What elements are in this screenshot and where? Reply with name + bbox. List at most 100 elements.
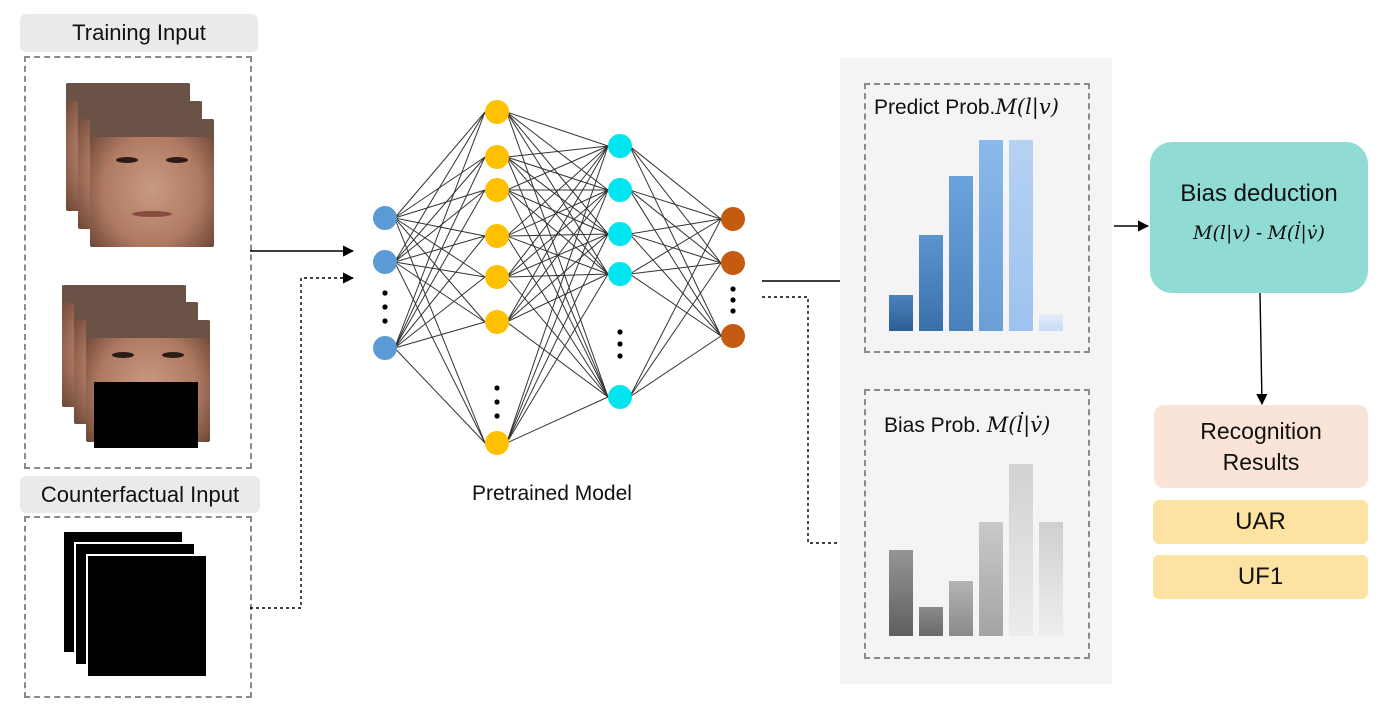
bar [949, 176, 973, 331]
ellipsis-dot [494, 413, 500, 419]
bias-prob-chart [886, 464, 1064, 636]
network-edge [506, 145, 609, 158]
network-edge [629, 233, 722, 264]
bar [889, 550, 913, 636]
network-edge [394, 111, 486, 263]
network-edge [506, 189, 609, 237]
ellipsis-dot [382, 304, 388, 310]
network-node-layer-1 [373, 250, 397, 274]
network-node-layer-3 [608, 134, 632, 158]
recognition-line2: Results [1222, 448, 1300, 475]
training-input-box [24, 56, 252, 469]
network-edge [394, 111, 486, 219]
network-node-layer-2 [485, 265, 509, 289]
network-edge [506, 145, 609, 444]
network-edge [394, 217, 486, 237]
recognition-results-box: Recognition Results [1154, 405, 1368, 488]
network-edge [394, 156, 486, 263]
ellipsis-dot [617, 341, 623, 347]
counterfactual-arrow [250, 272, 355, 609]
bar [919, 235, 943, 331]
network-edge [629, 189, 722, 220]
predict-prob-math: M(l|v) [995, 95, 1059, 119]
network-node-layer-2 [485, 224, 509, 248]
network-edge [629, 145, 722, 220]
network-edge [506, 189, 609, 323]
bar [919, 607, 943, 636]
network-edge [629, 189, 722, 337]
network-edge [629, 218, 722, 235]
pretrained-model-label: Pretrained Model [472, 482, 632, 505]
network-edge [506, 233, 609, 444]
network-edge [506, 321, 609, 398]
uar-text: UAR [1235, 508, 1286, 535]
network-edge [506, 145, 609, 237]
network-edge [394, 261, 486, 444]
network-edge [629, 233, 722, 337]
network-edge [394, 189, 486, 263]
black-image [86, 554, 208, 678]
network-node-layer-4 [721, 251, 745, 275]
bar [1039, 314, 1063, 331]
network-node-layer-3 [608, 262, 632, 286]
network-edge [629, 145, 722, 337]
network-edge [394, 189, 486, 349]
bias-to-recognition-arrow [1256, 292, 1268, 406]
network-edge [394, 217, 486, 278]
ellipsis-dot [617, 329, 623, 335]
training-input-label: Training Input [20, 14, 258, 52]
bar [979, 522, 1003, 636]
bias-prob-text: Bias Prob. [884, 414, 987, 437]
training-input-text: Training Input [72, 20, 206, 45]
network-node-layer-2 [485, 431, 509, 455]
bar [1009, 140, 1033, 331]
face-mask [94, 382, 198, 448]
network-node-layer-2 [485, 178, 509, 202]
ellipsis-dot [730, 308, 736, 314]
predict-prob-title: Predict Prob.M(l|v) [874, 95, 1059, 120]
face-image [90, 119, 214, 247]
bias-formula-a: M(l|v) [1193, 222, 1251, 244]
counterfactual-input-label: Counterfactual Input [20, 476, 260, 513]
network-node-layer-2 [485, 310, 509, 334]
network-node-layer-4 [721, 207, 745, 231]
network-node-layer-1 [373, 336, 397, 360]
uf1-metric: UF1 [1153, 555, 1368, 599]
network-edges [394, 111, 722, 444]
bias-prob-math: M(l̇|v̇) [986, 413, 1051, 437]
network-edge [629, 273, 722, 337]
network-node-layer-1 [373, 206, 397, 230]
bar [979, 140, 1003, 331]
network-node-layer-2 [485, 145, 509, 169]
network-edge [394, 111, 486, 349]
predict-prob-text: Predict Prob. [874, 96, 996, 119]
uf1-text: UF1 [1237, 563, 1284, 590]
network-edge [394, 321, 486, 349]
network-edge [506, 156, 609, 191]
network-edge [394, 217, 486, 444]
bar [949, 581, 973, 636]
network-edge [506, 273, 609, 278]
network-edge [394, 189, 486, 219]
network-node-layer-3 [608, 178, 632, 202]
network-edge [629, 218, 722, 398]
network-node-layer-4 [721, 324, 745, 348]
ellipsis-dot [730, 286, 736, 292]
network-edge [506, 145, 609, 323]
bias-prob-box [864, 389, 1090, 659]
ellipsis-dot [617, 353, 623, 359]
network-edge [506, 276, 609, 398]
network-edge [506, 189, 609, 275]
network-edge [506, 273, 609, 444]
bias-formula-sep: - [1250, 223, 1268, 244]
probability-panel [840, 58, 1112, 684]
network-edge [506, 145, 609, 191]
network-node-layer-3 [608, 222, 632, 246]
recognition-line1: Recognition [1200, 417, 1322, 444]
network-nodes [373, 100, 745, 455]
network-edge [506, 233, 609, 323]
network-edge [629, 262, 722, 398]
network-edge [394, 276, 486, 349]
network-edge [506, 156, 609, 275]
